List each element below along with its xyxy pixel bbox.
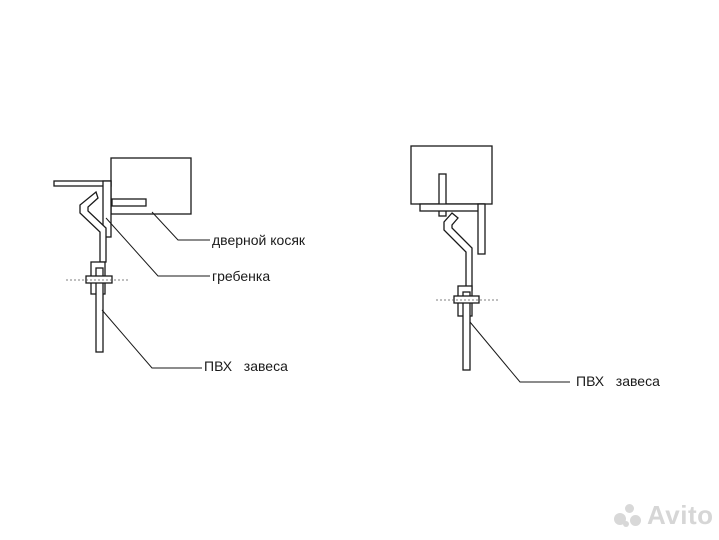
left-jamb-bolt	[111, 198, 147, 207]
right-anchor-bolt	[438, 173, 447, 217]
right-pvc-leader	[469, 321, 570, 383]
avito-watermark-text: Avito	[647, 500, 714, 530]
left-comb-hook	[79, 190, 107, 263]
label-left-pvc-curtain: ПВХ завеса	[204, 358, 288, 374]
avito-logo-dots-icon	[612, 502, 644, 530]
label-door-jamb: дверной косяк	[212, 232, 306, 248]
left-jamb-leader	[151, 211, 210, 241]
right-pvc-strip	[462, 291, 471, 371]
right-bottom-plate	[419, 203, 485, 212]
label-comb: гребенка	[212, 268, 271, 284]
right-assembly	[410, 145, 570, 383]
right-comb-hook	[443, 212, 473, 291]
right-door-jamb-block	[410, 145, 493, 205]
avito-watermark: Avito	[612, 500, 714, 531]
left-bracket-plate	[102, 180, 112, 238]
left-clamp-bolt	[85, 275, 113, 284]
left-assembly	[53, 157, 210, 369]
right-clamp-bolt	[453, 295, 480, 304]
label-right-pvc-curtain: ПВХ завеса	[576, 373, 660, 389]
right-bracket-plate	[477, 203, 486, 255]
left-comb-leader	[105, 217, 210, 277]
left-pvc-strip	[95, 267, 104, 353]
left-pvc-leader	[101, 309, 202, 369]
